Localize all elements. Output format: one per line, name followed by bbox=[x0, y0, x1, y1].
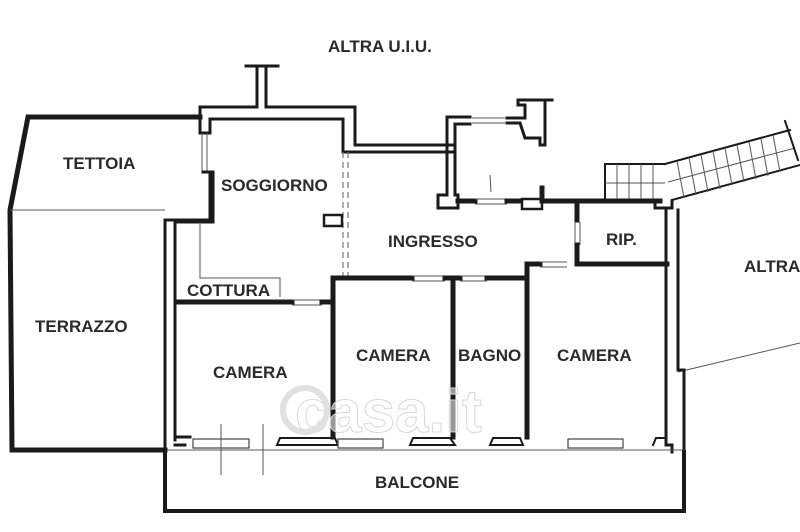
living-room-walls bbox=[163, 105, 457, 452]
label-camera-middle: CAMERA bbox=[356, 346, 431, 365]
label-altra-uiu: ALTRA U.I.U. bbox=[328, 37, 432, 56]
label-ingresso: INGRESSO bbox=[388, 232, 478, 251]
neighbor-walls bbox=[664, 199, 800, 454]
label-camera-right: CAMERA bbox=[557, 346, 632, 365]
watermark-logo-icon bbox=[280, 385, 330, 435]
label-soggiorno: SOGGIORNO bbox=[221, 176, 328, 195]
label-tettoia: TETTOIA bbox=[63, 154, 135, 173]
watermark-text: casa.it bbox=[295, 378, 482, 445]
interior-walls bbox=[174, 261, 567, 440]
entrance-walls bbox=[436, 98, 663, 211]
label-altra: ALTRA bbox=[744, 257, 800, 276]
facade-walls bbox=[165, 424, 684, 475]
terrace-walls bbox=[7, 114, 203, 453]
label-balcone: BALCONE bbox=[375, 473, 459, 492]
storage-walls bbox=[574, 198, 670, 267]
label-terrazzo: TERRAZZO bbox=[35, 317, 128, 336]
label-cottura: COTTURA bbox=[187, 281, 270, 300]
balcony-walls bbox=[163, 448, 686, 513]
label-camera-left: CAMERA bbox=[213, 363, 288, 382]
staircase bbox=[604, 119, 800, 202]
vent-stack bbox=[244, 64, 280, 109]
label-rip: RIP. bbox=[606, 230, 637, 249]
label-bagno: BAGNO bbox=[458, 346, 521, 365]
